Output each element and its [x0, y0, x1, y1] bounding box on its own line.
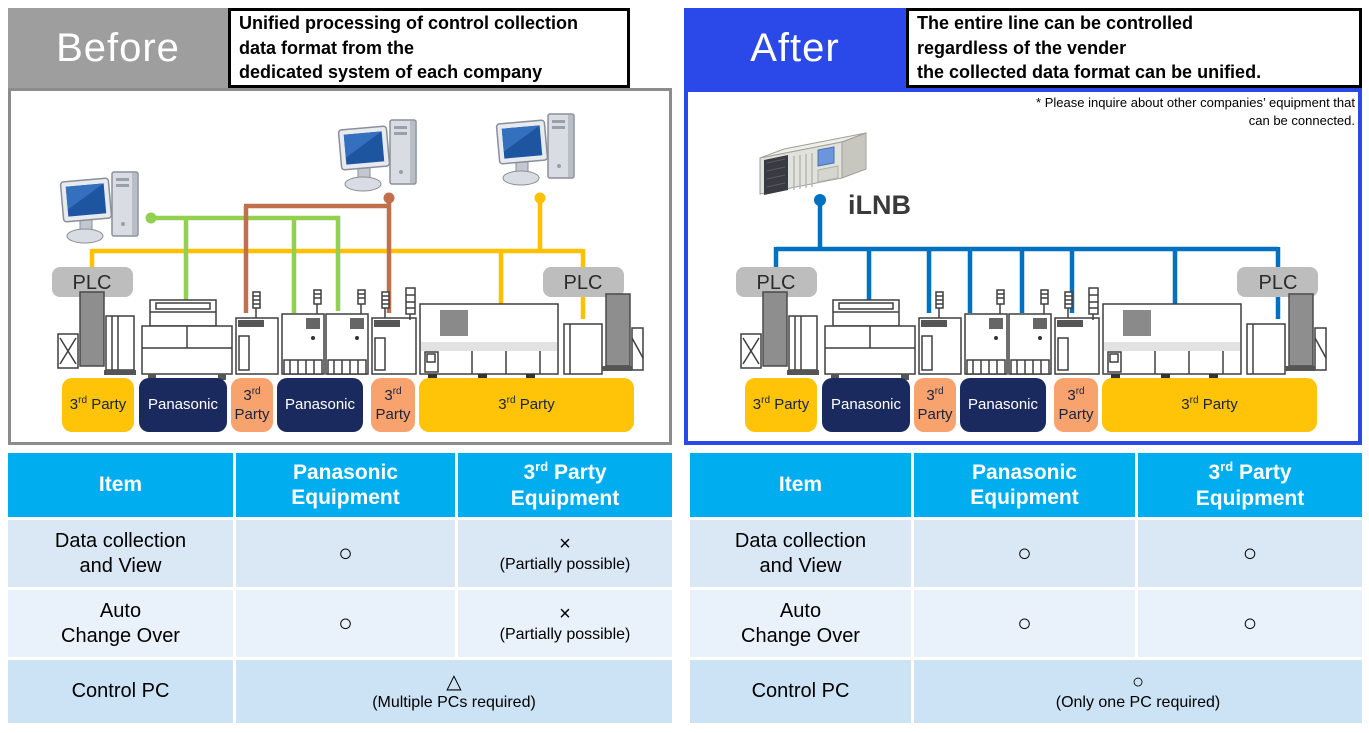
smt-machine-line-icon	[57, 287, 644, 381]
equipment-label-panasonic: Panasonic	[822, 378, 910, 432]
desktop-computer-icon	[59, 171, 139, 244]
equipment-label-panasonic: Panasonic	[139, 378, 227, 432]
equipment-label-3rd-party: 3rd Party	[371, 378, 415, 432]
before-diagram: PLC PLC	[52, 113, 644, 381]
after-plc-left: PLC	[736, 267, 817, 297]
before-plc-left: PLC	[52, 267, 133, 297]
before-headline-line2: data format from the	[239, 37, 415, 58]
value-cell: ○	[236, 520, 455, 587]
svg-text:PLC: PLC	[1259, 272, 1298, 294]
value-cell: ○	[1138, 520, 1362, 587]
value-cell: ○	[914, 590, 1135, 657]
ilnb-label: iLNB	[848, 190, 911, 220]
after-headline-line1: The entire line can be controlled	[917, 12, 1194, 33]
col-header-item: Item	[8, 453, 233, 517]
equipment-label-3rd-party: 3rd Party	[745, 378, 817, 432]
after-footnote: * Please inquire about other companies’ …	[1036, 95, 1355, 128]
blue-connector-dot	[814, 194, 826, 206]
value-cell: ○	[914, 520, 1135, 587]
value-cell: × (Partially possible)	[458, 590, 672, 657]
row-label: Control PC	[690, 660, 911, 723]
value-cell-merged: ○ (Only one PC required)	[914, 660, 1362, 723]
col-header-3rd-party: 3rd Party Equipment	[1138, 453, 1362, 517]
before-header: Before	[8, 8, 228, 88]
value-cell-merged: △ (Multiple PCs required)	[236, 660, 672, 723]
after-headline-line3: the collected data format can be unified…	[917, 62, 1262, 83]
svg-text:PLC: PLC	[564, 272, 603, 294]
smt-machine-line-icon	[740, 287, 1327, 381]
col-header-3rd-party: 3rd Party Equipment	[458, 453, 672, 517]
brown-connector-dot	[383, 192, 395, 204]
svg-text:PLC: PLC	[73, 272, 112, 294]
after-plc-right: PLC	[1237, 267, 1318, 297]
ilnb-server-icon	[759, 132, 867, 196]
col-header-item: Item	[690, 453, 911, 517]
desktop-computer-icon	[337, 119, 417, 192]
equipment-label-panasonic: Panasonic	[960, 378, 1046, 432]
svg-text:PLC: PLC	[757, 272, 796, 294]
before-headline-box: Unified processing of control collection…	[228, 8, 630, 88]
after-diagram: PLC PLC	[736, 132, 1327, 381]
yellow-connector-dot	[534, 192, 546, 204]
desktop-computer-icon	[495, 113, 575, 186]
equipment-label-3rd-party: 3rd Party	[914, 378, 956, 432]
row-label: Control PC	[8, 660, 233, 723]
equipment-label-panasonic: Panasonic	[277, 378, 363, 432]
before-headline-line3: dedicated system of each company	[239, 62, 543, 83]
value-cell: ○	[236, 590, 455, 657]
equipment-label-3rd-party: 3rd Party	[231, 378, 273, 432]
equipment-label-3rd-party: 3rd Party	[62, 378, 134, 432]
equipment-label-3rd-party: 3rd Party	[419, 378, 634, 432]
equipment-label-3rd-party: 3rd Party	[1102, 378, 1317, 432]
value-cell: × (Partially possible)	[458, 520, 672, 587]
before-title: Before	[56, 25, 180, 70]
before-headline-line1: Unified processing of control collection	[239, 12, 579, 33]
after-title: After	[750, 25, 840, 70]
value-cell: ○	[1138, 590, 1362, 657]
after-headline-line2: regardless of the vender	[917, 37, 1127, 58]
after-header: After	[684, 8, 906, 88]
before-plc-right: PLC	[543, 267, 624, 297]
equipment-label-3rd-party: 3rd Party	[1054, 378, 1098, 432]
after-blue-network	[773, 200, 1281, 319]
after-headline-box: The entire line can be controlled regard…	[906, 8, 1362, 88]
green-connector-dot	[145, 212, 157, 224]
